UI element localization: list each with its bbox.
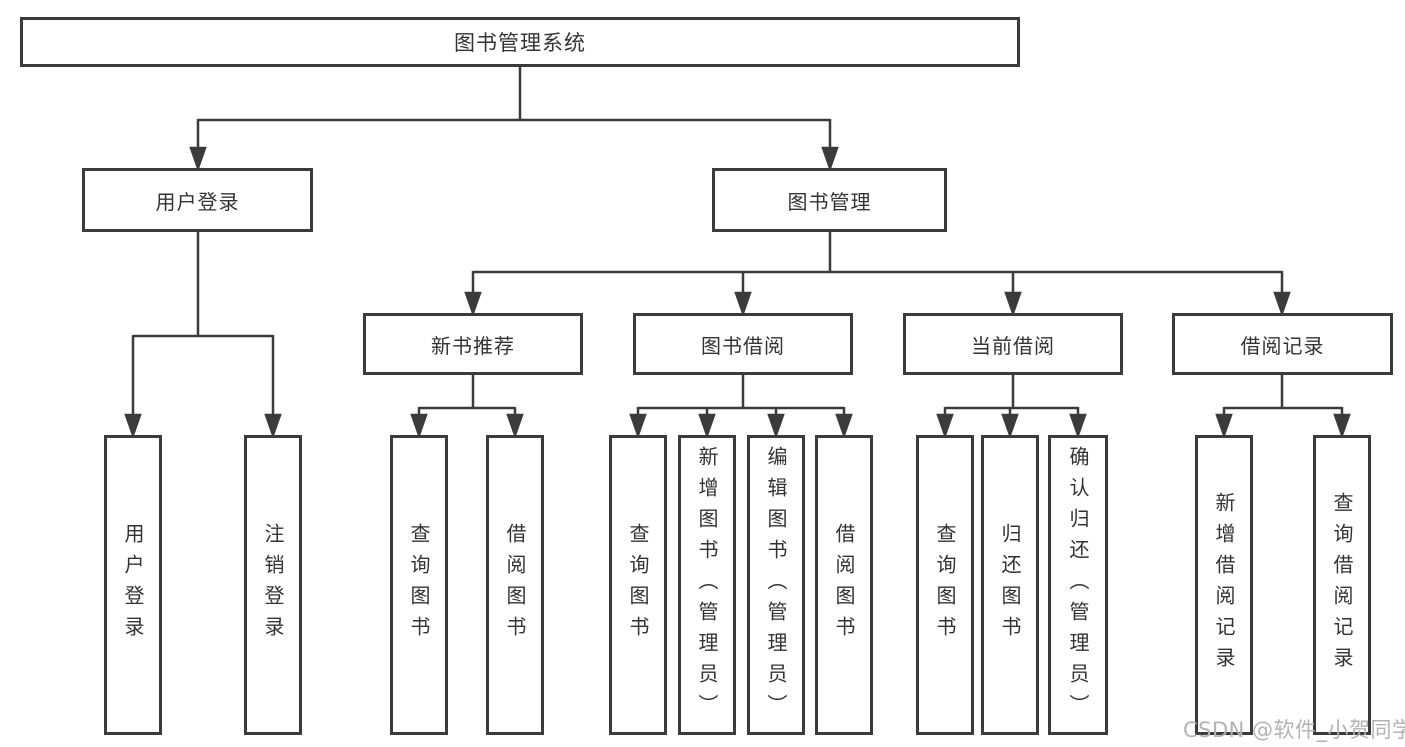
leaf-return-books: 归还图书 (981, 435, 1039, 735)
node-library-management-system: 图书管理系统 (20, 17, 1020, 67)
node-user-login: 用户登录 (82, 168, 313, 232)
arrowhead-icon (410, 413, 428, 439)
csdn-watermark: CSDN @软件_小贺同学 (1183, 718, 1405, 742)
leaf-logout: 注销登录 (244, 435, 302, 735)
arrowhead-icon (464, 291, 482, 317)
arrowhead-icon (1001, 413, 1019, 439)
node-borrow-records: 借阅记录 (1172, 313, 1393, 375)
arrowhead-icon (1069, 413, 1087, 439)
node-book-management: 图书管理 (712, 168, 947, 232)
leaf-edit-books-admin: 编辑图书（管理员） (747, 435, 805, 735)
arrowhead-icon (629, 413, 647, 439)
node-label: 图书管理 (787, 189, 872, 214)
arrowhead-icon (734, 291, 752, 317)
node-current-borrow: 当前借阅 (903, 313, 1123, 375)
leaf-user-login: 用户登录 (104, 435, 162, 735)
node-label: 图书管理系统 (454, 31, 586, 55)
arrowhead-icon (264, 413, 282, 439)
leaf-borrow-books: 借阅图书 (815, 435, 873, 735)
arrowhead-icon (767, 413, 785, 439)
node-label: 借阅记录 (1240, 333, 1325, 358)
leaf-add-books-admin: 新增图书（管理员） (678, 435, 736, 735)
arrowhead-icon (1004, 291, 1022, 317)
leaf-query-borrow-record: 查询借阅记录 (1313, 435, 1371, 735)
leaf-add-borrow-record: 新增借阅记录 (1195, 435, 1253, 735)
arrowhead-icon (698, 413, 716, 439)
arrowhead-icon (189, 146, 207, 172)
arrowhead-icon (124, 413, 142, 439)
node-label: 新书推荐 (431, 333, 515, 358)
arrowhead-icon (1215, 413, 1233, 439)
node-label: 当前借阅 (971, 333, 1055, 358)
leaf-confirm-return-admin: 确认归还（管理员） (1048, 435, 1108, 735)
node-label: 图书借阅 (701, 333, 785, 358)
arrowhead-icon (835, 413, 853, 439)
leaf-query-books-borrow: 查询图书 (609, 435, 667, 735)
leaf-query-books-current: 查询图书 (916, 435, 974, 735)
leaf-borrow-books-recommend: 借阅图书 (486, 435, 544, 735)
node-label: 用户登录 (155, 189, 240, 214)
leaf-query-books-recommend: 查询图书 (390, 435, 448, 735)
node-new-book-recommend: 新书推荐 (363, 313, 583, 375)
arrowhead-icon (506, 413, 524, 439)
arrowhead-icon (936, 413, 954, 439)
node-book-borrow: 图书借阅 (633, 313, 853, 375)
arrowhead-icon (1333, 413, 1351, 439)
arrowhead-icon (1273, 291, 1291, 317)
arrowhead-icon (821, 146, 839, 172)
